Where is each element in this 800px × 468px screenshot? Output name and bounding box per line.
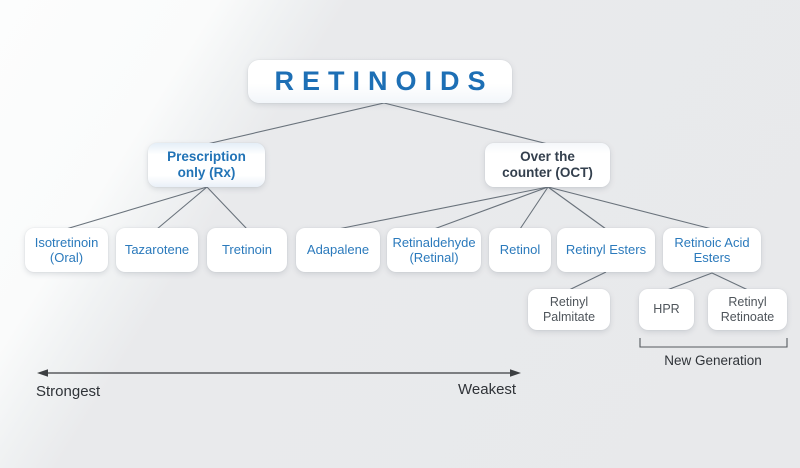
node-label: Tazarotene <box>124 242 190 258</box>
node-label: Palmitate <box>542 309 596 324</box>
node-isotretinoin-oral: Isotretinoin (Oral) <box>25 228 108 272</box>
line-otc-to-retinoic-acid-esters <box>547 186 713 230</box>
new-generation-label: New Generation <box>664 353 762 368</box>
node-label: (Retinal) <box>409 250 459 265</box>
node-adapalene: Adapalene <box>296 228 380 272</box>
node-label: Retinaldehyde <box>392 234 476 250</box>
line-otc-to-adapalene <box>337 186 549 230</box>
node-label: Retinoate <box>720 309 775 324</box>
node-retinyl-retinoate: Retinyl Retinoate <box>708 289 787 330</box>
line-rx-to-tretinoin <box>206 186 248 230</box>
node-label: Tretinoin <box>221 242 273 258</box>
node-label: Adapalene <box>306 242 370 258</box>
line-otc-to-retinol <box>519 186 549 230</box>
new-generation-bracket <box>639 338 788 348</box>
node-prescription-only: Prescription only (Rx) <box>148 143 265 187</box>
line-acid-to-hpr <box>666 272 713 291</box>
node-label: counter (OCT) <box>502 165 593 180</box>
arrowhead-right-icon <box>510 369 521 377</box>
node-retinyl-palmitate: Retinyl Palmitate <box>528 289 610 330</box>
line-rx-to-isotretinoin <box>65 186 208 230</box>
node-label: only (Rx) <box>177 165 236 180</box>
line-root-to-prescription <box>206 102 385 145</box>
line-acid-to-retinoate <box>711 272 749 291</box>
line-rx-to-tazarotene <box>156 186 208 230</box>
node-label: HPR <box>653 302 680 317</box>
node-retinoic-acid-esters: Retinoic Acid Esters <box>663 228 761 272</box>
node-label: Retinol <box>499 242 541 258</box>
node-label: (Oral) <box>49 250 84 265</box>
node-label: Retinyl Esters <box>565 242 647 258</box>
node-retinaldehyde: Retinaldehyde (Retinal) <box>387 228 481 272</box>
line-otc-to-retinaldehyde <box>433 186 549 230</box>
node-label: Prescription <box>167 149 246 165</box>
node-label: Isotretinoin <box>34 234 99 250</box>
line-root-to-otc <box>383 102 549 145</box>
node-tretinoin: Tretinoin <box>207 228 287 272</box>
node-label: Retinoic Acid <box>674 234 750 250</box>
arrowhead-left-icon <box>37 369 48 377</box>
node-tazarotene: Tazarotene <box>116 228 198 272</box>
node-label: Retinyl <box>728 295 767 309</box>
node-label: Esters <box>693 250 731 265</box>
line-esters-to-palmitate <box>568 271 607 291</box>
node-retinol: Retinol <box>489 228 551 272</box>
node-label: Retinyl <box>549 295 589 309</box>
node-retinyl-esters: Retinyl Esters <box>557 228 655 272</box>
line-otc-to-retinyl-esters <box>547 186 607 230</box>
weakest-label: Weakest <box>458 381 517 398</box>
strongest-label: Strongest <box>36 383 101 400</box>
node-hpr: HPR <box>639 289 694 330</box>
node-label: Over the <box>520 149 575 165</box>
node-retinoids: RETINOIDS <box>248 60 512 103</box>
node-over-the-counter: Over the counter (OCT) <box>485 143 610 187</box>
diagram-title: RETINOIDS <box>274 65 494 96</box>
